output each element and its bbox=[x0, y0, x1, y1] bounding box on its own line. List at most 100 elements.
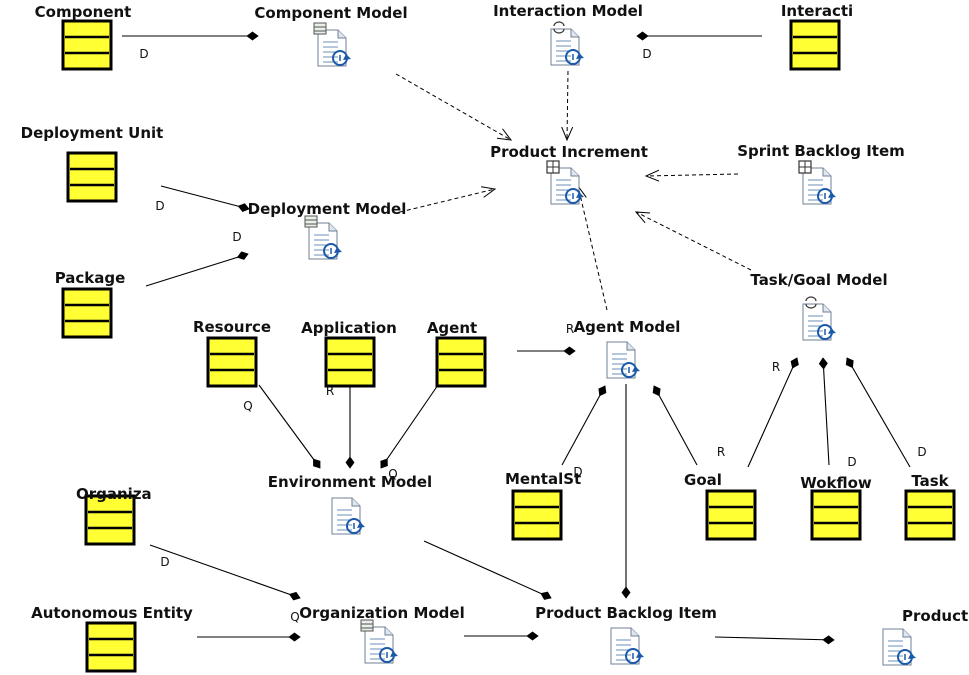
relation-line[interactable] bbox=[577, 185, 608, 311]
node-component[interactable]: Component bbox=[35, 3, 132, 71]
relation-application-to-environment_model[interactable]: R bbox=[326, 384, 355, 469]
relation-agent_model-to-product_backlog_item[interactable] bbox=[621, 384, 631, 599]
open-arrowhead-icon bbox=[561, 126, 574, 142]
model-document-icon bbox=[882, 628, 916, 666]
node-sprint-backlog-item[interactable]: Sprint Backlog Item bbox=[737, 142, 905, 205]
relation-package-to-deployment_model[interactable]: D bbox=[145, 230, 249, 287]
relation-goal-to-agent_model[interactable]: R bbox=[652, 385, 725, 466]
node-task-goal-model[interactable]: Task/Goal Model bbox=[750, 271, 888, 341]
model-document-icon bbox=[550, 21, 584, 66]
node-deployment-model[interactable]: Deployment Model bbox=[248, 200, 407, 260]
diamond-head-icon bbox=[246, 31, 259, 41]
relation-line[interactable] bbox=[566, 70, 569, 141]
relation-component_model-to-product_increment[interactable] bbox=[395, 73, 513, 141]
node-product-backlog[interactable]: Product Backlog bbox=[882, 607, 969, 666]
diamond-head-icon bbox=[822, 635, 835, 645]
relation-deployment_unit-to-deployment_model[interactable]: D bbox=[155, 185, 250, 213]
relation-autonomous_entity-to-organization_model[interactable]: Q bbox=[197, 610, 301, 642]
relation-task_goal_model-to-product_increment[interactable] bbox=[634, 211, 752, 271]
relation-line[interactable] bbox=[395, 73, 512, 141]
class-stack-icon bbox=[789, 19, 841, 71]
diamond-head-icon bbox=[636, 31, 649, 41]
node-label: MentalSt bbox=[505, 470, 581, 488]
node-organization-model[interactable]: Organization Model bbox=[299, 604, 465, 664]
diamond-head-icon bbox=[845, 357, 854, 369]
relation-line[interactable] bbox=[635, 211, 752, 271]
class-stack-icon bbox=[85, 621, 137, 673]
relation-deployment_model-to-product_increment[interactable] bbox=[399, 186, 497, 213]
diamond-head-icon bbox=[621, 586, 631, 599]
node-label: Task/Goal Model bbox=[750, 271, 887, 289]
node-mentalst[interactable]: MentalSt bbox=[505, 470, 581, 541]
relation-resource-to-environment_model[interactable]: Q bbox=[243, 384, 321, 469]
model-document-icon bbox=[304, 215, 342, 260]
class-stack-icon bbox=[435, 336, 487, 388]
relation-agent-to-environment_model[interactable]: Q bbox=[380, 384, 439, 481]
relation-line[interactable] bbox=[380, 384, 439, 469]
node-goal[interactable]: Goal bbox=[684, 471, 757, 541]
relation-line[interactable] bbox=[714, 636, 835, 641]
node-agent-model[interactable]: Agent Model bbox=[574, 318, 681, 379]
relation-label: R bbox=[772, 360, 780, 374]
node-wokflow[interactable]: Wokflow bbox=[800, 474, 872, 541]
relation-label: D bbox=[232, 230, 241, 244]
relation-agent_model-to-product_increment[interactable] bbox=[575, 184, 608, 311]
node-label: Interaction Model bbox=[493, 2, 643, 20]
relation-mentalst-to-agent_model[interactable]: D bbox=[561, 385, 607, 479]
model-document-icon bbox=[606, 341, 640, 379]
node-resource[interactable]: Resource bbox=[193, 318, 271, 388]
node-deployment-unit[interactable]: Deployment Unit bbox=[21, 124, 164, 203]
class-stack-icon bbox=[61, 19, 113, 71]
node-component-model[interactable]: Component Model bbox=[254, 4, 408, 67]
node-label: Sprint Backlog Item bbox=[737, 142, 905, 160]
node-interaction-model[interactable]: Interaction Model bbox=[493, 2, 643, 66]
class-stack-icon bbox=[84, 494, 136, 546]
node-environment-model[interactable]: Environment Model bbox=[268, 473, 432, 535]
relation-agent-to-agent_model[interactable]: R bbox=[517, 322, 576, 356]
node-product-increment[interactable]: Product Increment bbox=[490, 143, 648, 205]
node-agent[interactable]: Agent bbox=[427, 319, 487, 388]
node-task[interactable]: Task bbox=[904, 472, 956, 541]
relation-label: D bbox=[573, 465, 582, 479]
diamond-head-icon bbox=[288, 591, 301, 601]
diamond-head-icon bbox=[818, 357, 828, 370]
relation-organiza-to-organization_model[interactable]: D bbox=[149, 544, 301, 601]
node-application[interactable]: Application bbox=[301, 319, 397, 388]
relation-task-to-task_goal_model[interactable]: D bbox=[845, 357, 927, 468]
node-interacti[interactable]: Interacti bbox=[781, 2, 853, 71]
relation-line[interactable] bbox=[160, 185, 250, 210]
relation-line[interactable] bbox=[846, 357, 911, 468]
relation-line[interactable] bbox=[822, 357, 830, 466]
relation-interacti-to-interaction_model[interactable]: D bbox=[636, 31, 762, 61]
relation-organization_model-to-product_backlog_item[interactable] bbox=[464, 631, 539, 641]
relation-line[interactable] bbox=[747, 357, 798, 468]
relation-wokflow-to-task_goal_model[interactable]: D bbox=[818, 357, 857, 469]
relation-product_backlog_item-to-product_backlog[interactable] bbox=[714, 635, 835, 645]
relation-environment_model-to-product_backlog_item[interactable] bbox=[423, 540, 552, 600]
node-package[interactable]: Package bbox=[55, 269, 126, 339]
relation-line[interactable] bbox=[145, 253, 249, 287]
relation-line[interactable] bbox=[561, 385, 606, 466]
relation-goal-to-task_goal_model[interactable]: R bbox=[747, 357, 799, 468]
relation-line[interactable] bbox=[653, 385, 698, 466]
node-label: Deployment Model bbox=[248, 200, 407, 218]
node-label: Goal bbox=[684, 471, 722, 489]
diamond-head-icon bbox=[236, 251, 249, 260]
relation-line[interactable] bbox=[423, 540, 552, 599]
open-arrowhead-icon bbox=[634, 211, 651, 224]
node-label: Agent bbox=[427, 319, 477, 337]
diamond-head-icon bbox=[313, 458, 321, 469]
node-label: Deployment Unit bbox=[21, 124, 164, 142]
relation-line[interactable] bbox=[399, 188, 496, 213]
node-autonomous-entity[interactable]: Autonomous Entity bbox=[31, 604, 193, 673]
relation-label: D bbox=[847, 455, 856, 469]
relation-component-to-component_model[interactable]: D bbox=[122, 31, 259, 61]
node-product-backlog-item[interactable]: Product Backlog Item bbox=[535, 604, 717, 665]
relation-line[interactable] bbox=[645, 173, 739, 177]
diamond-head-icon bbox=[345, 456, 355, 469]
relation-line[interactable] bbox=[258, 384, 321, 469]
node-organiza[interactable]: Organiza bbox=[76, 485, 152, 546]
relation-sprint_backlog_item-to-product_increment[interactable] bbox=[644, 169, 739, 182]
relation-interaction_model-to-product_increment[interactable] bbox=[561, 70, 574, 142]
relation-line[interactable] bbox=[149, 544, 301, 599]
